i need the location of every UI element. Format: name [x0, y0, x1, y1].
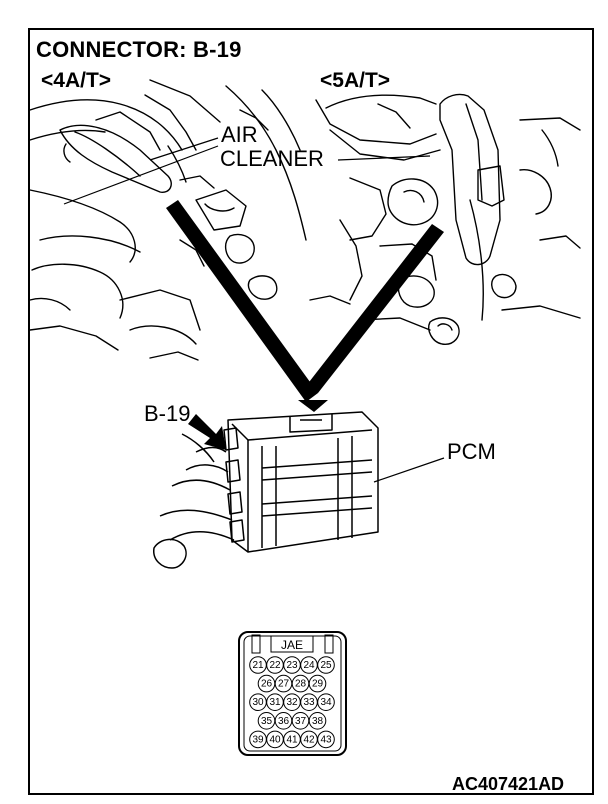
pin-39: 39 [252, 734, 264, 745]
pin-34: 34 [320, 697, 332, 708]
pin-25: 25 [320, 660, 332, 671]
module-callout: PCM [447, 439, 496, 464]
pin-25-outline [317, 656, 335, 674]
pin-30: 30 [252, 697, 264, 708]
maker-label-box [270, 635, 314, 653]
pin-38-outline [308, 712, 327, 730]
pin-38: 38 [312, 716, 324, 727]
pin-34-outline [317, 693, 335, 711]
pin-40: 40 [269, 734, 281, 745]
pin-43-outline [317, 730, 335, 749]
air-cleaner-callout-line2: CLEANER [220, 146, 324, 171]
maker-label: JAE [281, 638, 303, 652]
variant-label-5at: <5A/T> [320, 69, 391, 92]
pin-21: 21 [252, 660, 264, 671]
connector-key-right [324, 634, 334, 654]
pin-36: 36 [278, 716, 290, 727]
figure-id: AC407421AD [452, 774, 565, 794]
diagram-title: CONNECTOR: B-19 [36, 37, 242, 62]
connector-key-left [251, 634, 261, 654]
pin-29-outline [308, 674, 327, 693]
pin-22: 22 [269, 660, 281, 671]
air-cleaner-callout-line1: AIR [221, 122, 258, 147]
pin-23: 23 [286, 660, 298, 671]
pin-37: 37 [295, 716, 307, 727]
pin-31: 31 [269, 697, 281, 708]
pin-26: 26 [261, 679, 273, 690]
pin-41: 41 [286, 734, 298, 745]
pin-43: 43 [320, 734, 332, 745]
pin-35: 35 [261, 716, 273, 727]
diagram-frame [28, 28, 594, 795]
pin-42: 42 [303, 734, 315, 745]
pin-grid: 21 22 23 24 25 26 27 28 29 30 31 32 33 34 35 36 37 38 39 40… [249, 656, 335, 749]
pin-33: 33 [303, 697, 315, 708]
pin-28: 28 [295, 679, 307, 690]
pin-29: 29 [312, 679, 324, 690]
pin-24: 24 [303, 660, 315, 671]
connector-face-diagram: JAE 21 22 23 24 25 26 27 28 29 30 31 32 33 34 35 36 37 38… [238, 631, 347, 756]
pin-27: 27 [278, 679, 290, 690]
pin-32: 32 [286, 697, 298, 708]
variant-label-4at: <4A/T> [41, 69, 112, 92]
connector-callout: B-19 [144, 401, 191, 426]
